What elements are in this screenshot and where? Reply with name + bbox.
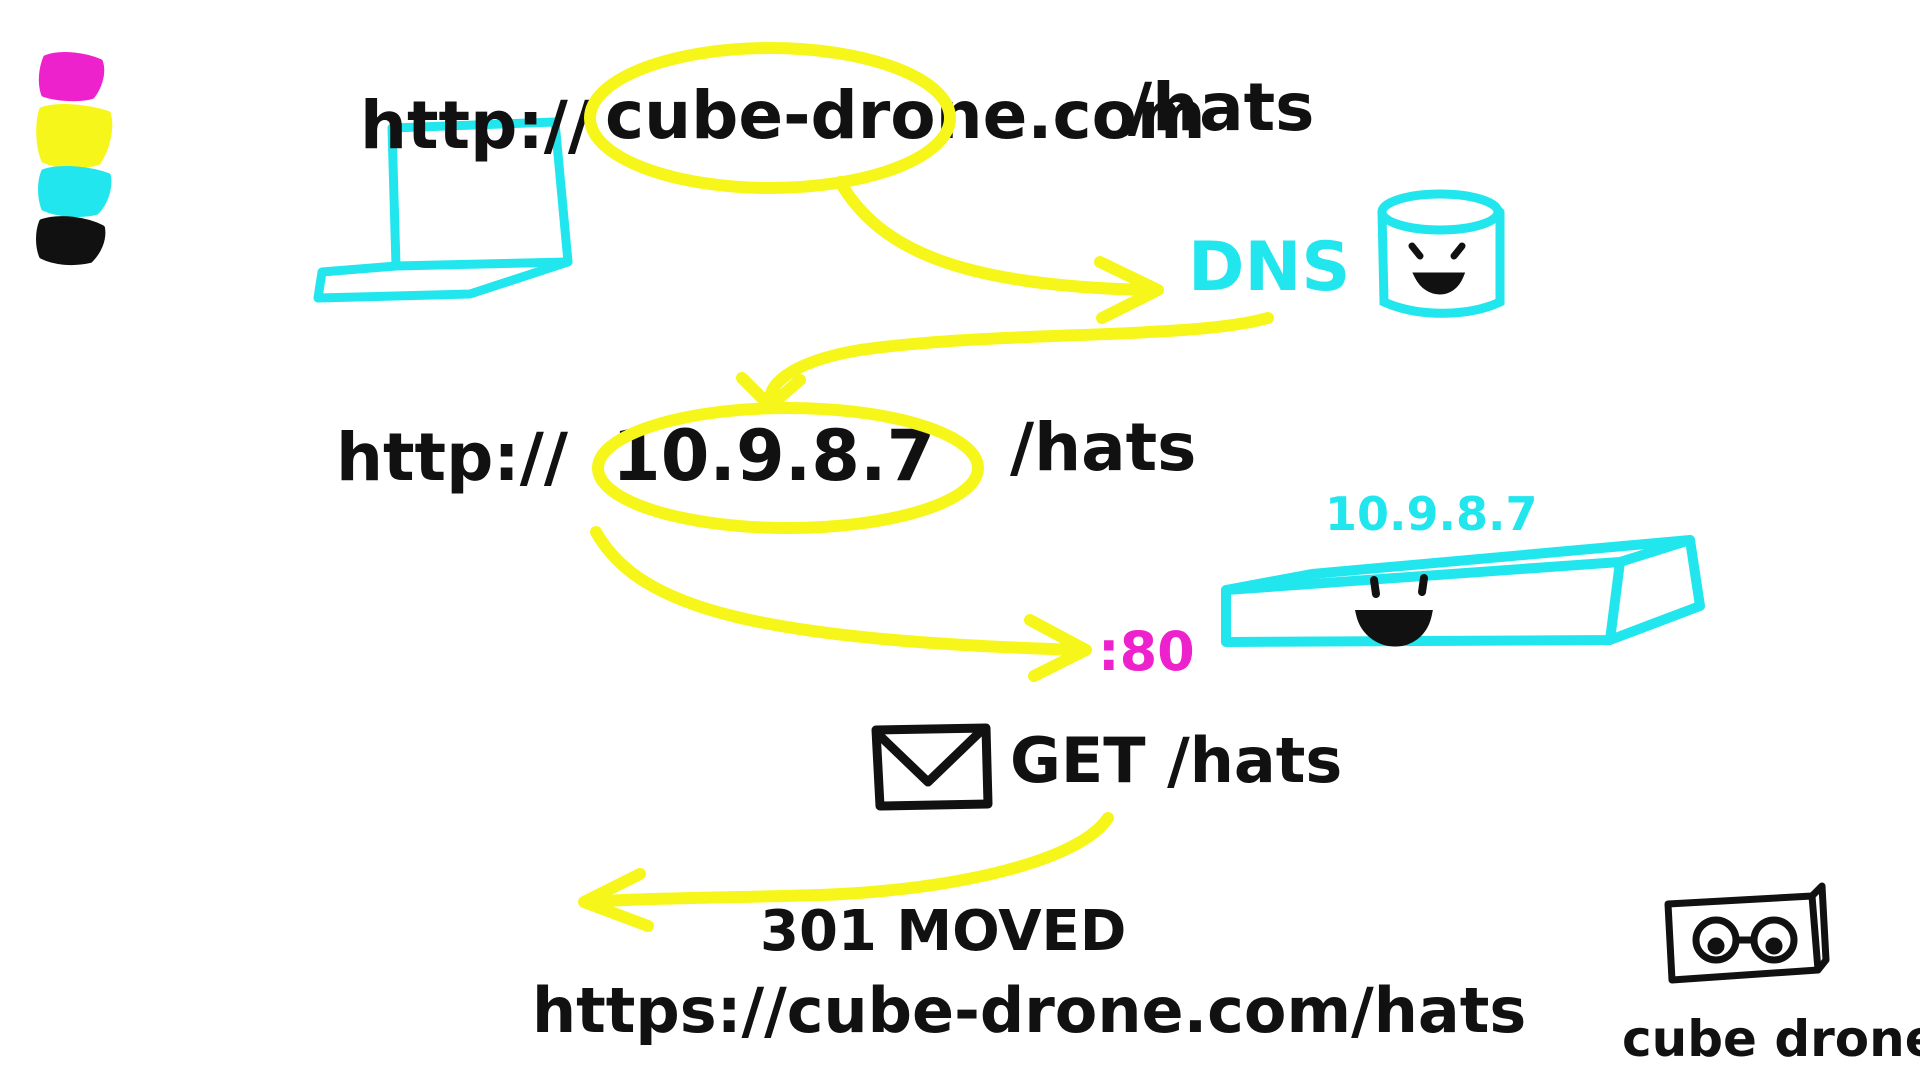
ip-highlight-circle <box>592 402 984 534</box>
arrow-to-server <box>590 526 1092 682</box>
url2-host: 10.9.8.7 <box>612 415 935 497</box>
url1-scheme: http:// <box>360 87 593 164</box>
url1-path: /hats <box>1128 69 1314 146</box>
url1-host: cube-drone.com <box>605 77 1206 154</box>
server-ip-label: 10.9.8.7 <box>1325 487 1537 541</box>
dns-label: DNS <box>1188 228 1350 307</box>
url2-scheme: http:// <box>336 419 569 496</box>
brand-text: cube drone <box>1622 1010 1920 1068</box>
swatch-cyan <box>38 166 112 218</box>
laptop-icon <box>313 117 573 303</box>
arrow-to-dns <box>834 176 1164 324</box>
request-text: GET /hats <box>1010 724 1342 797</box>
swatch-magenta <box>38 52 105 102</box>
database-icon <box>1377 189 1505 318</box>
host-highlight-circle <box>584 42 956 194</box>
swatch-black <box>36 216 106 266</box>
arrow-response <box>578 812 1114 932</box>
server-face <box>1355 574 1433 647</box>
url2-path: /hats <box>1010 409 1196 486</box>
response-status: 301 MOVED <box>760 899 1126 964</box>
database-face <box>1408 242 1466 295</box>
cube-drone-logo-icon <box>1664 882 1830 984</box>
arrow-from-dns <box>736 312 1274 412</box>
color-palette <box>36 52 113 266</box>
server-port: :80 <box>1098 620 1195 683</box>
envelope-icon <box>871 723 993 811</box>
server-icon <box>1221 535 1705 647</box>
swatch-yellow <box>36 104 113 169</box>
response-location: https://cube-drone.com/hats <box>532 974 1526 1047</box>
